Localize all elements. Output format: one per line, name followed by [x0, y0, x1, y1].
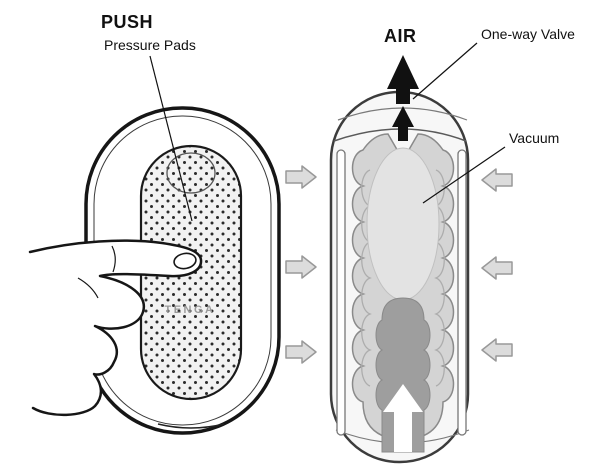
airflow-arrow-right-3-icon [481, 338, 513, 362]
compressed-sleeve [375, 297, 431, 453]
airflow-arrow-right-2-icon [481, 256, 513, 280]
device-front-view: TENGA [28, 106, 281, 435]
hand-icon [28, 239, 203, 417]
case-wall-left [336, 149, 346, 436]
airflow-arrow-left-3-icon [285, 340, 317, 364]
vacuum-leader-line [422, 146, 506, 204]
vacuum-chamber [366, 147, 440, 301]
pressure-pads-label: Pressure Pads [104, 37, 196, 53]
air-arrow-icon [387, 55, 419, 104]
airflow-arrows [285, 165, 513, 364]
one-way-valve-label: One-way Valve [481, 26, 575, 42]
airflow-arrow-left-2-icon [285, 255, 317, 279]
suction-arrow-icon [383, 384, 423, 452]
one-way-valve-icon [392, 106, 414, 141]
valve-leader-line [412, 42, 478, 100]
airflow-arrow-left-1-icon [285, 165, 317, 189]
vacuum-label: Vacuum [509, 130, 559, 146]
push-label: PUSH [101, 12, 153, 32]
hand-outline [28, 239, 203, 417]
device-cross-section [285, 55, 513, 464]
case-wall-right [457, 149, 467, 436]
finger-crease [111, 245, 116, 273]
pad-top-ellipse [166, 152, 216, 194]
pressure-pads-leader-line [149, 55, 193, 222]
thumb-crease [77, 277, 99, 299]
fingernail [173, 252, 197, 270]
tenga-logo: TENGA [165, 304, 216, 316]
air-label: AIR [384, 26, 417, 46]
airflow-arrow-right-1-icon [481, 168, 513, 192]
device-hinge-line [157, 423, 225, 429]
